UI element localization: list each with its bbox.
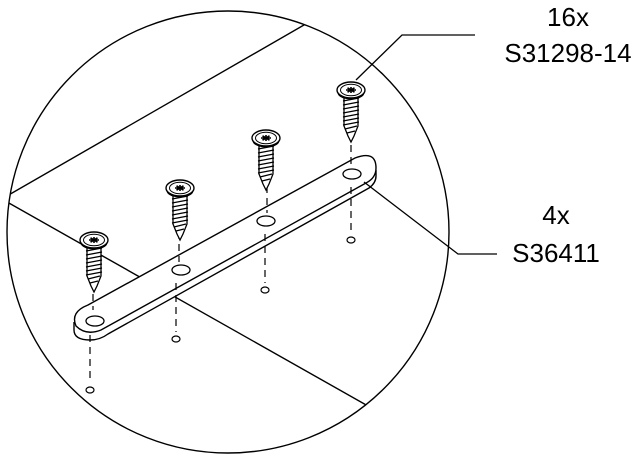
plate-callout: 4x S36411 xyxy=(512,200,600,268)
plate-quantity: 4x xyxy=(542,200,569,230)
screw-quantity: 16x xyxy=(547,2,589,32)
screw-3 xyxy=(251,129,281,191)
screw-2 xyxy=(165,179,195,241)
screw-callout: 16x S31298-14 xyxy=(504,2,631,68)
screw-1 xyxy=(79,231,109,293)
detail-circle-contents xyxy=(7,11,449,453)
detail-circle xyxy=(6,10,450,454)
pilot-holes xyxy=(85,236,356,394)
plate-part-number: S36411 xyxy=(512,238,600,268)
connector-plate xyxy=(73,154,377,341)
screw-part-number: S31298-14 xyxy=(504,38,631,68)
screw-4 xyxy=(336,81,366,143)
leader-lines xyxy=(355,34,497,255)
